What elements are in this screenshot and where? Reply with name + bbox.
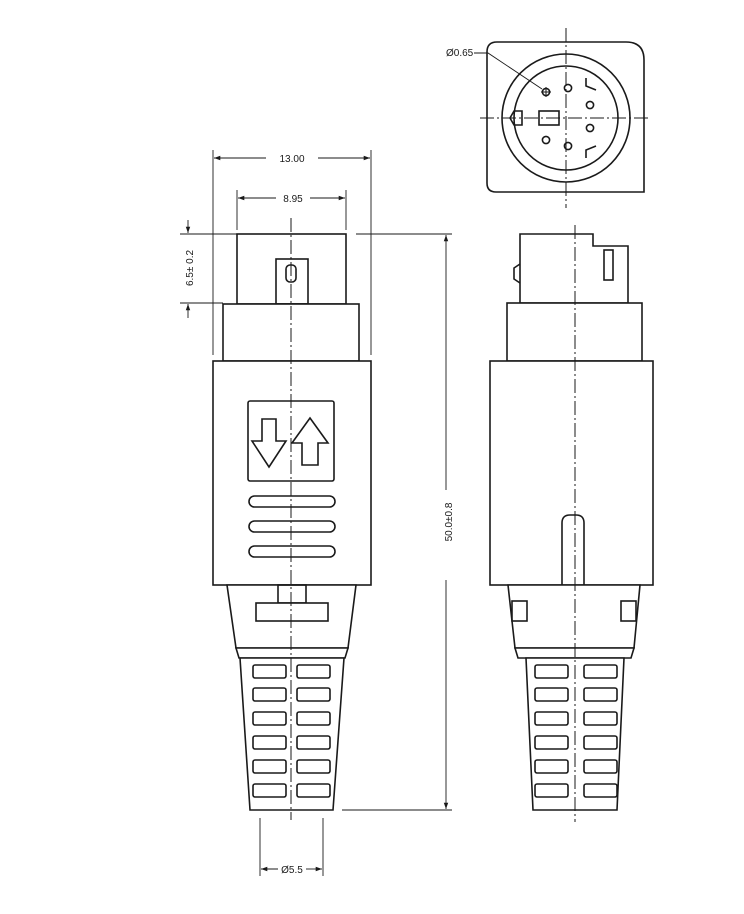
grip-rib xyxy=(248,520,336,533)
width-total-label: 13.00 xyxy=(279,154,304,165)
up-arrow-icon xyxy=(290,416,330,466)
strain-relief-slots xyxy=(252,664,331,798)
width-tip-label: 8.95 xyxy=(283,194,303,205)
side-tip xyxy=(519,233,629,304)
side-tip-latch xyxy=(603,249,614,281)
end-view: Ø0.65 xyxy=(446,28,650,208)
relief-slot xyxy=(583,783,618,798)
side-tip-bump xyxy=(513,263,521,284)
relief-slot xyxy=(252,759,287,774)
tip-length-label: 6.5± 0.2 xyxy=(185,250,196,287)
relief-slot xyxy=(583,687,618,702)
relief-slot xyxy=(296,687,331,702)
side-neck-tab xyxy=(511,600,528,622)
side-neck-tab xyxy=(620,600,637,622)
relief-slot xyxy=(534,783,569,798)
relief-slot xyxy=(534,711,569,726)
end-view-key-notch-bottom xyxy=(585,145,597,158)
relief-slot xyxy=(252,664,287,679)
down-arrow-icon xyxy=(250,418,288,469)
cable-diameter-label: Ø5.5 xyxy=(281,865,303,876)
relief-slot xyxy=(296,735,331,750)
grip-rib xyxy=(248,495,336,508)
relief-slot xyxy=(534,735,569,750)
relief-slot xyxy=(583,735,618,750)
pin-hole xyxy=(585,100,595,110)
relief-slot xyxy=(252,711,287,726)
pin-diameter-leader xyxy=(474,52,543,90)
relief-slot xyxy=(583,759,618,774)
relief-slot xyxy=(296,783,331,798)
pin-hole xyxy=(563,83,573,93)
relief-slot xyxy=(534,759,569,774)
end-view-side-key xyxy=(509,110,523,126)
pin-hole xyxy=(563,141,573,151)
front-view xyxy=(212,218,372,820)
pin-hole xyxy=(585,123,595,133)
dimension-lines: 13.00 8.95 6.5± 0.2 50.0±0.8 Ø5.5 xyxy=(180,150,455,876)
front-body xyxy=(212,360,372,586)
pin-diameter-label: Ø0.65 xyxy=(446,48,474,59)
relief-slot xyxy=(534,664,569,679)
relief-slot xyxy=(296,711,331,726)
end-view-key-notch-top xyxy=(585,78,597,91)
relief-slot xyxy=(296,759,331,774)
relief-slot xyxy=(583,664,618,679)
relief-slot xyxy=(252,735,287,750)
relief-slot xyxy=(252,783,287,798)
side-relief-slots xyxy=(534,664,618,798)
front-neck-bar xyxy=(255,602,329,622)
relief-slot xyxy=(583,711,618,726)
overall-length-label: 50.0±0.8 xyxy=(444,502,455,541)
relief-slot xyxy=(252,687,287,702)
grip-rib xyxy=(248,545,336,558)
pin-hole xyxy=(541,135,551,145)
front-boot-ring xyxy=(234,647,350,659)
side-body-slot xyxy=(561,514,585,585)
relief-slot xyxy=(296,664,331,679)
relief-slot xyxy=(534,687,569,702)
side-body xyxy=(489,360,654,586)
side-view xyxy=(489,225,654,822)
front-strain-relief xyxy=(239,657,345,811)
